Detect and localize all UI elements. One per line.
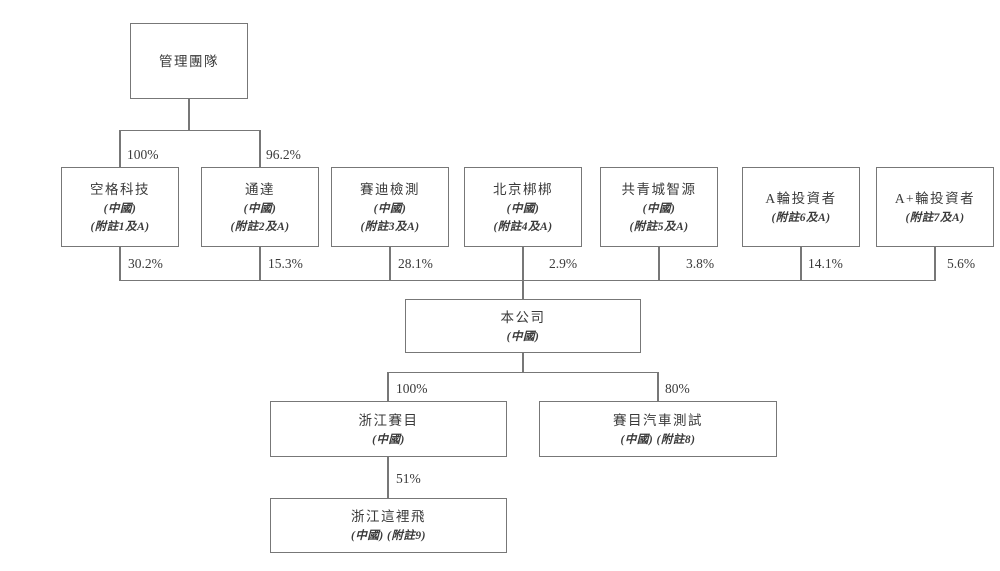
- connector-line: [522, 353, 524, 372]
- connector-line: [657, 371, 659, 402]
- connector-line: [934, 247, 936, 280]
- ownership-pct: 96.2%: [266, 147, 301, 162]
- connector-line: [119, 129, 261, 131]
- connector-line: [387, 371, 659, 373]
- node-label: 賽迪檢測: [360, 181, 420, 197]
- node-note: (附註3及A): [360, 220, 420, 233]
- connector-line: [387, 457, 389, 498]
- ownership-pct: 3.8%: [686, 256, 715, 271]
- node-note: (附註7及A): [905, 211, 965, 224]
- node-region: (中國): [372, 433, 405, 446]
- node-region: (中國): [506, 202, 540, 215]
- ownership-pct: 100%: [396, 381, 428, 396]
- connector-line: [259, 247, 261, 280]
- node-label: 浙江賽目: [358, 412, 419, 428]
- node-region: (中國): [243, 202, 277, 215]
- ownership-pct: 15.3%: [268, 256, 303, 271]
- node-shareholder-saidi: 賽迪檢測 (中國) (附註3及A): [331, 167, 449, 247]
- node-label: 管理團隊: [159, 53, 219, 69]
- connector-line: [387, 371, 389, 402]
- connector-line: [119, 279, 936, 281]
- node-label: A+輪投資者: [894, 190, 976, 206]
- connector-line: [522, 247, 524, 280]
- ownership-pct: 28.1%: [398, 256, 433, 271]
- ownership-pct: 2.9%: [549, 256, 578, 271]
- connector-line: [800, 247, 802, 280]
- node-note: (附註5及A): [629, 220, 689, 233]
- node-shareholder-gongqingcheng: 共青城智源 (中國) (附註5及A): [600, 167, 718, 247]
- connector-line: [188, 99, 190, 130]
- connector-line: [658, 247, 660, 280]
- connector-line: [119, 247, 121, 280]
- connector-line: [259, 129, 261, 168]
- node-note: (附註2及A): [230, 220, 290, 233]
- node-label: 共青城智源: [621, 181, 697, 197]
- node-shareholder-tongda: 通達 (中國) (附註2及A): [201, 167, 319, 247]
- node-zhejiang-zhelifei: 浙江這裡飛 (中國) (附註9): [270, 498, 507, 553]
- node-note: (附註1及A): [90, 220, 150, 233]
- connector-line: [522, 281, 524, 299]
- node-note: (附註4及A): [493, 220, 553, 233]
- node-saimu-auto-testing: 賽目汽車測試 (中國) (附註8): [539, 401, 777, 457]
- ownership-pct: 5.6%: [947, 256, 976, 271]
- node-management-team: 管理團隊: [130, 23, 248, 99]
- node-zhejiang-saimu: 浙江賽目 (中國): [270, 401, 507, 457]
- node-region: (中國): [506, 330, 540, 343]
- ownership-pct: 100%: [127, 147, 159, 162]
- node-region: (中國): [103, 202, 137, 215]
- node-label: 通達: [245, 181, 275, 197]
- ownership-pct: 30.2%: [128, 256, 163, 271]
- connector-line: [119, 129, 121, 168]
- node-label: 賽目汽車測試: [613, 412, 703, 428]
- node-shareholder-series-a: A輪投資者 (附註6及A): [742, 167, 860, 247]
- node-region: (中國) (附註9): [351, 530, 426, 542]
- node-shareholder-kongge: 空格科技 (中國) (附註1及A): [61, 167, 179, 247]
- node-note: (附註6及A): [771, 211, 831, 224]
- connector-line: [389, 247, 391, 280]
- ownership-pct: 14.1%: [808, 256, 843, 271]
- node-shareholder-beijing-bangbang: 北京梆梆 (中國) (附註4及A): [464, 167, 582, 247]
- node-the-company: 本公司 (中國): [405, 299, 641, 353]
- node-label: 本公司: [500, 309, 546, 325]
- node-label: 浙江這裡飛: [351, 509, 426, 524]
- ownership-pct: 80%: [665, 381, 690, 396]
- node-label: 空格科技: [90, 181, 150, 197]
- node-shareholder-series-a-plus: A+輪投資者 (附註7及A): [876, 167, 994, 247]
- node-region: (中國): [642, 202, 676, 215]
- ownership-pct: 51%: [396, 471, 421, 486]
- node-label: 北京梆梆: [493, 181, 553, 197]
- node-region: (中國) (附註8): [620, 433, 696, 446]
- node-label: A輪投資者: [765, 190, 837, 206]
- node-region: (中國): [373, 202, 407, 215]
